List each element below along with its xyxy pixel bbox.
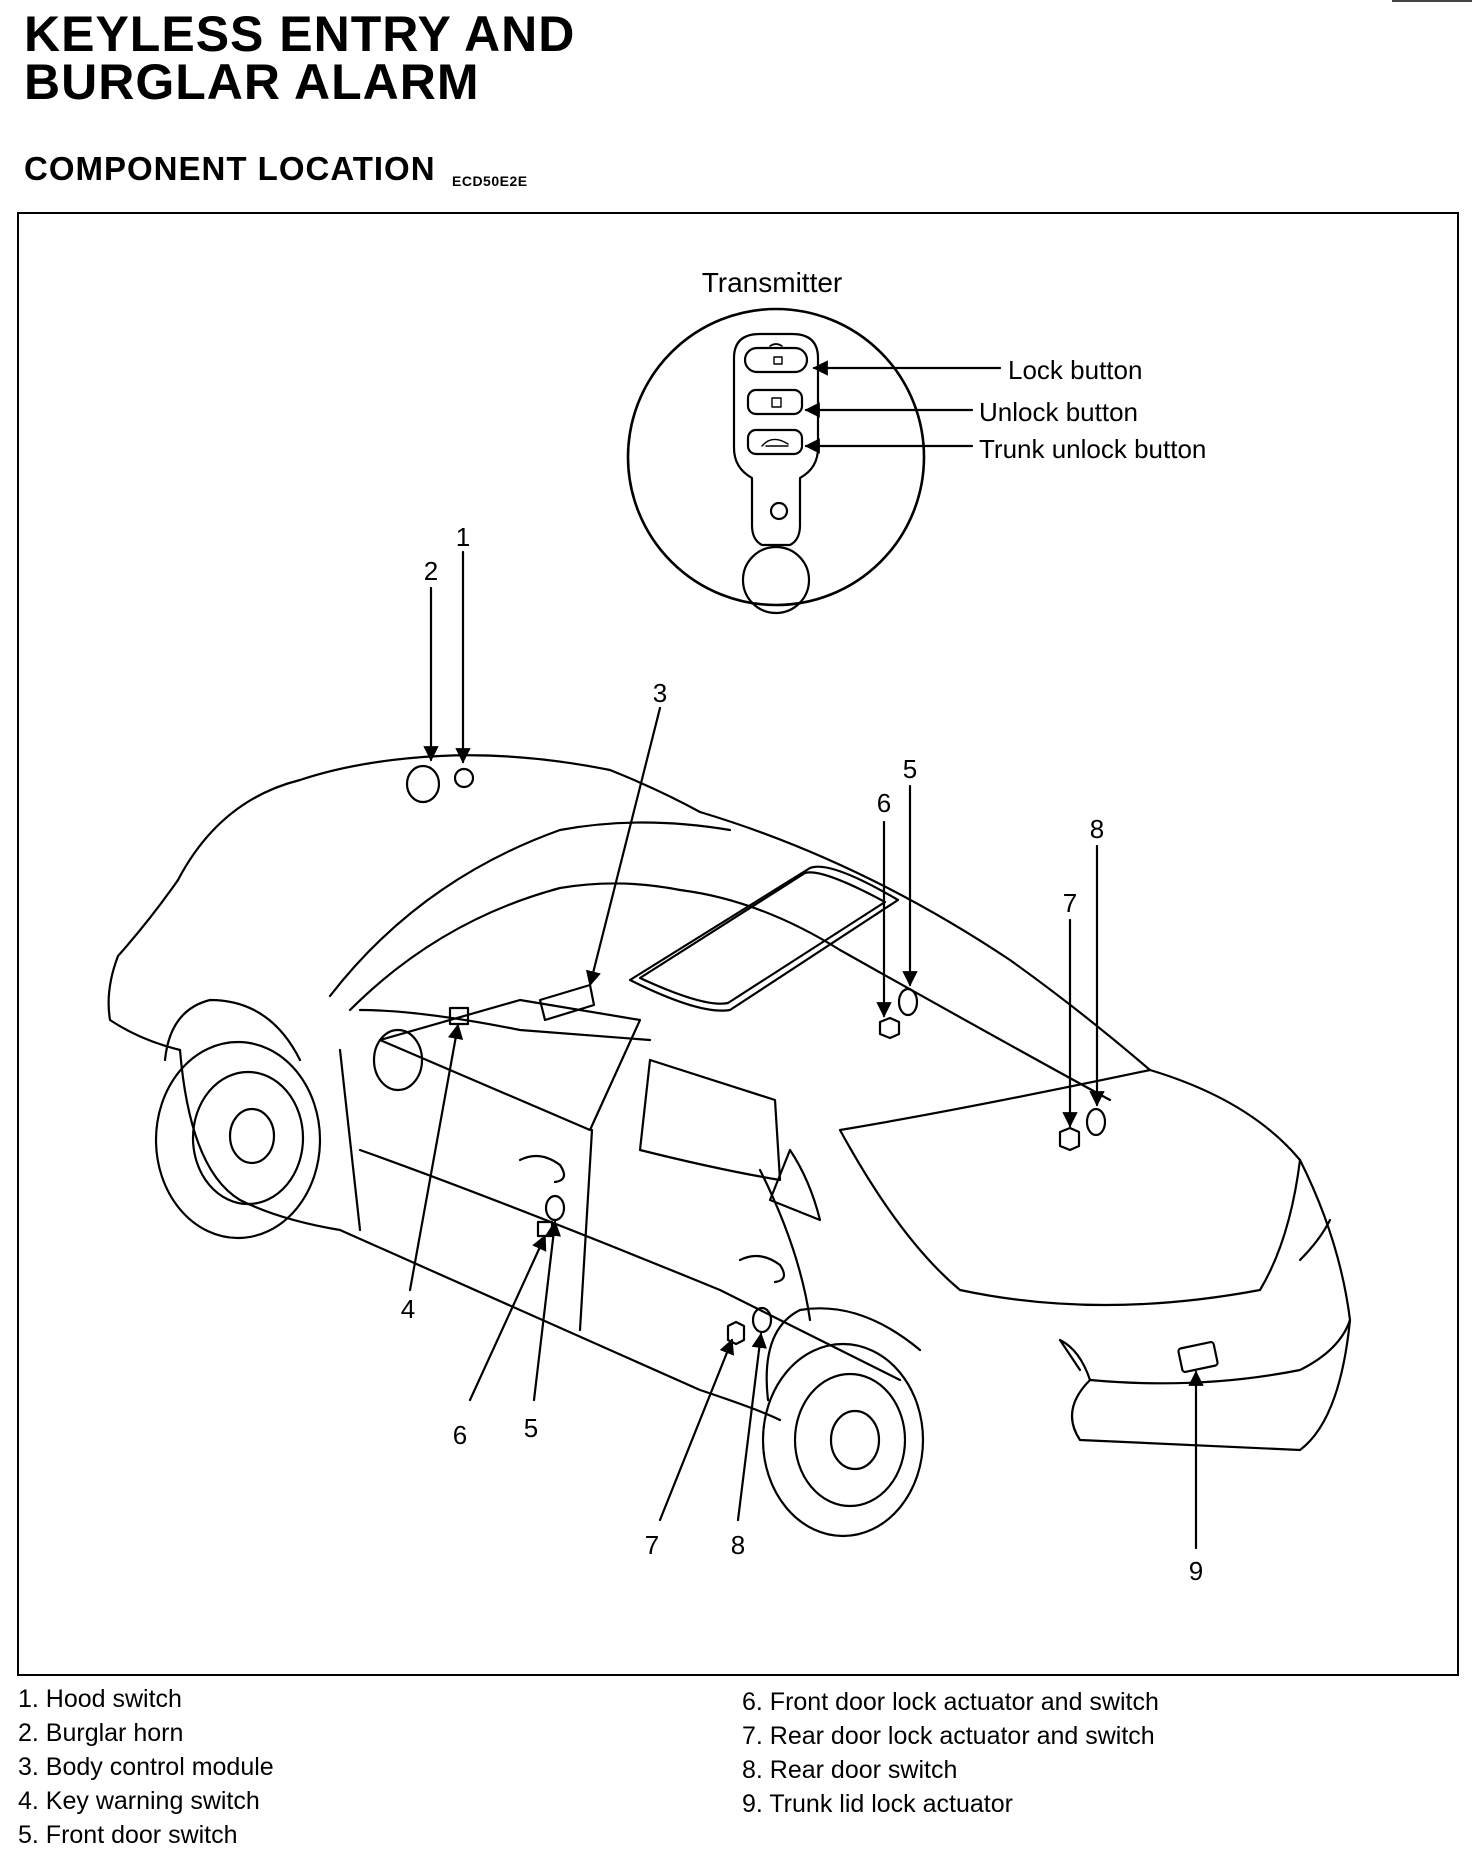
trunk-lid-actuator-marker <box>1177 1340 1219 1374</box>
callout-6: 6 <box>453 1420 467 1450</box>
callout-3: 3 <box>653 678 667 708</box>
transmitter-inset: Transmitter Lock button Unlock button Tr… <box>626 267 1206 615</box>
unlock-button-shape[interactable] <box>746 388 804 416</box>
front-door-actuator-marker-roof <box>878 1016 901 1040</box>
callout-numbers: 1 2 3 4 5 6 8 7 6 5 7 8 9 <box>401 522 1203 1586</box>
section-code: ECD50E2E <box>452 173 528 189</box>
page-title-line-2: BURGLAR ALARM <box>24 54 480 110</box>
callout-8-roof: 8 <box>1090 814 1104 844</box>
key-fob-icon <box>732 332 820 615</box>
transmitter-title: Transmitter <box>702 267 843 298</box>
callout-2: 2 <box>424 556 438 586</box>
callout-6-roof: 6 <box>877 788 891 818</box>
legend-item: 3. Body control module <box>18 1753 274 1781</box>
page-title: KEYLESS ENTRY AND BURGLAR ALARM <box>24 6 576 110</box>
trunk-unlock-button-label: Trunk unlock button <box>979 434 1206 464</box>
callout-leaders <box>408 550 1204 1550</box>
legend-item: 8. Rear door switch <box>742 1756 958 1784</box>
rear-door-switch-marker-roof <box>1085 1107 1107 1137</box>
legend-item: 9. Trunk lid lock actuator <box>742 1790 1013 1818</box>
front-door-switch-marker-roof <box>897 987 919 1017</box>
trunk-unlock-button-shape[interactable] <box>746 428 804 456</box>
rear-door-actuator-marker <box>726 1320 746 1346</box>
callout-5: 5 <box>524 1413 538 1443</box>
legend-item: 1. Hood switch <box>18 1685 182 1713</box>
callout-7: 7 <box>645 1530 659 1560</box>
legend-right: 6. Front door lock actuator and switch 7… <box>742 1685 1159 1821</box>
legend-item: 6. Front door lock actuator and switch <box>742 1688 1159 1716</box>
diagram-frame <box>17 212 1459 1676</box>
callout-1: 1 <box>456 522 470 552</box>
rear-door-switch-marker <box>751 1306 773 1334</box>
legend-item: 2. Burglar horn <box>18 1719 184 1747</box>
body-control-module-marker <box>538 983 596 1022</box>
legend-left: 1. Hood switch 2. Burglar horn 3. Body c… <box>18 1682 274 1852</box>
callout-5-roof: 5 <box>903 754 917 784</box>
front-door-actuator-marker <box>536 1220 554 1238</box>
legend-item: 4. Key warning switch <box>18 1787 260 1815</box>
lock-button-label: Lock button <box>1008 355 1142 385</box>
lock-button-shape[interactable] <box>743 346 809 374</box>
callout-8: 8 <box>731 1530 745 1560</box>
callout-7-roof: 7 <box>1063 888 1077 918</box>
burglar-horn-marker <box>405 764 441 804</box>
unlock-button-label: Unlock button <box>979 397 1138 427</box>
page-title-line-1: KEYLESS ENTRY AND <box>24 6 576 62</box>
callout-4: 4 <box>401 1294 415 1324</box>
section-heading: COMPONENT LOCATION <box>24 150 436 187</box>
car-illustration <box>107 754 1352 1538</box>
hood-switch-marker <box>453 767 475 789</box>
rear-door-actuator-marker-roof <box>1058 1126 1081 1152</box>
transmitter-circle <box>626 307 926 607</box>
legend-item: 7. Rear door lock actuator and switch <box>742 1722 1155 1750</box>
front-door-switch-marker <box>544 1194 566 1222</box>
callout-9: 9 <box>1189 1556 1203 1586</box>
top-edge-line <box>1392 0 1472 2</box>
legend-item: 5. Front door switch <box>18 1821 238 1849</box>
key-ring-icon <box>741 545 811 615</box>
